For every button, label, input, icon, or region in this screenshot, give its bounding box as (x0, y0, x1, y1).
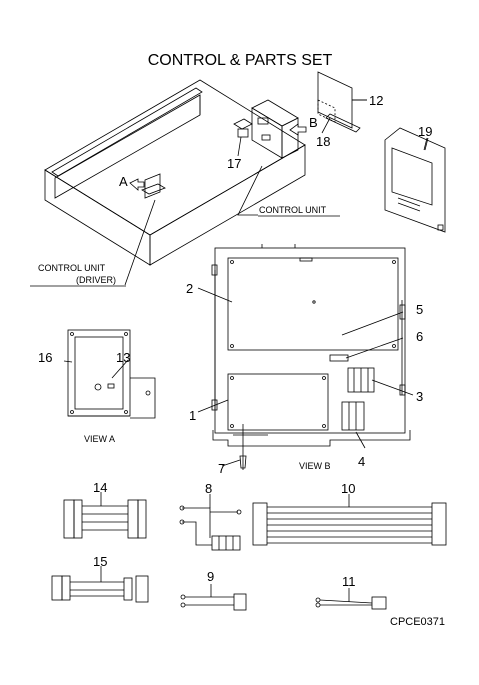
callout-6: 6 (416, 329, 423, 344)
callout-10: 10 (341, 481, 355, 496)
arrow-b-label: B (309, 115, 318, 130)
view-b-leaders (197, 287, 414, 467)
callout-14: 14 (93, 480, 107, 495)
callout-3: 3 (416, 389, 423, 404)
leader-16 (63, 360, 73, 363)
view-a-caption: VIEW A (84, 434, 115, 444)
part-12-panel (317, 71, 367, 133)
driver-leader (124, 199, 156, 286)
callout-18: 18 (316, 134, 330, 149)
control-unit-box (251, 99, 299, 159)
callout-7: 7 (218, 461, 225, 476)
leader-17 (237, 136, 242, 157)
leader-19 (423, 137, 428, 151)
part-14-harness (63, 492, 147, 539)
callout-9: 9 (207, 569, 214, 584)
callout-5: 5 (416, 302, 423, 317)
driver-label-line1: CONTROL UNIT (38, 263, 106, 273)
callout-4: 4 (358, 454, 365, 469)
callout-8: 8 (205, 481, 212, 496)
indoor-unit-housing (44, 79, 306, 266)
arrow-a-label: A (119, 174, 128, 189)
callout-19: 19 (418, 124, 432, 139)
leader-13 (111, 359, 129, 379)
callout-12: 12 (369, 93, 383, 108)
callout-11: 11 (342, 574, 356, 589)
view-a-arrow: A (119, 174, 145, 191)
view-a-panel (67, 329, 156, 419)
control-unit-leader (237, 165, 263, 216)
view-b-arrow: B (289, 115, 318, 136)
callout-13: 13 (116, 350, 130, 365)
driver-label-line2: (DRIVER) (76, 275, 116, 285)
part-9-harness (180, 584, 247, 611)
driver-bracket (141, 173, 166, 199)
part-8-harness (179, 494, 242, 551)
view-b-caption: VIEW B (299, 461, 331, 471)
callout-15: 15 (93, 554, 107, 569)
part-10-harness (252, 494, 447, 546)
callout-17: 17 (227, 156, 241, 171)
part-11-harness (315, 588, 387, 610)
callout-1: 1 (189, 408, 196, 423)
callout-2: 2 (186, 281, 193, 296)
part-17-bracket (233, 118, 253, 138)
part-15-harness (51, 566, 149, 603)
view-b-control-box (211, 244, 411, 470)
part-19-remote-controller (384, 127, 446, 233)
drawing-code: CPCE0371 (390, 616, 445, 628)
leader-18 (321, 117, 331, 134)
control-unit-label: CONTROL UNIT (259, 205, 327, 215)
diagram-title: CONTROL & PARTS SET (148, 52, 333, 69)
callout-16: 16 (38, 350, 52, 365)
